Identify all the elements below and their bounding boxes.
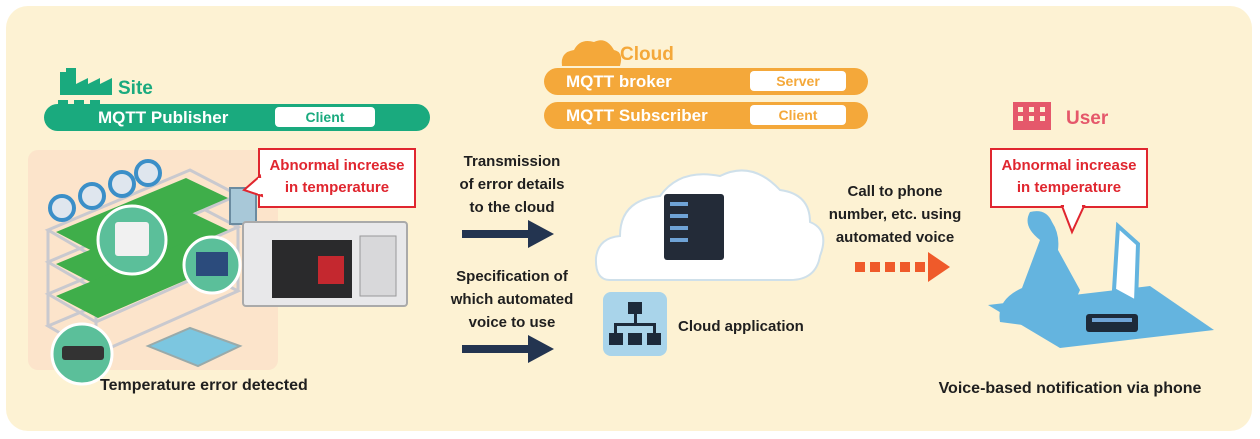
user-alert-bubble: Abnormal increase in temperature [990,148,1148,208]
cloud-broker-label: MQTT broker [566,72,672,91]
site-role-label: MQTT Publisher [98,108,229,127]
specification-label: Specification of which automated voice t… [435,265,589,334]
cloud-server-tag: Server [750,71,846,91]
call-line2: number, etc. using [828,206,962,223]
specification-line2: which automated [450,291,574,308]
user-title: User [1066,108,1109,129]
site-caption: Temperature error detected [100,377,308,394]
voice-arrow [855,252,950,282]
site-role-bar: MQTT Publisher Client [44,104,430,131]
site-title: Site [118,78,153,99]
cloud-application-label: Cloud application [678,318,804,335]
transmission-line2: of error details [459,176,565,193]
site-alert-line1: Abnormal increase [269,157,405,174]
cloud-subscriber-bar: MQTT Subscriber Client [544,102,868,129]
call-line3: automated voice [835,229,955,246]
specification-arrow [462,335,554,363]
call-line1: Call to phone [847,183,943,200]
transmission-arrow [462,220,554,248]
transmission-line3: to the cloud [469,199,555,216]
transmission-line1: Transmission [463,153,561,170]
cloud-subscriber-label: MQTT Subscriber [566,106,708,125]
transmission-label: Transmission of error details to the clo… [442,150,582,219]
cloud-broker-bar: MQTT broker Server [544,68,868,95]
specification-line1: Specification of [456,268,568,285]
site-alert-line2: in temperature [284,179,390,196]
user-alert-line1: Abnormal increase [1001,157,1137,174]
user-caption: Voice-based notification via phone [938,380,1202,397]
cloud-client-tag: Client [750,105,846,125]
call-label: Call to phone number, etc. using automat… [812,180,978,249]
specification-line3: voice to use [468,314,556,331]
site-client-tag: Client [275,107,375,127]
cloud-title: Cloud [620,44,674,65]
site-alert-bubble: Abnormal increase in temperature [258,148,416,208]
user-alert-line2: in temperature [1016,179,1122,196]
